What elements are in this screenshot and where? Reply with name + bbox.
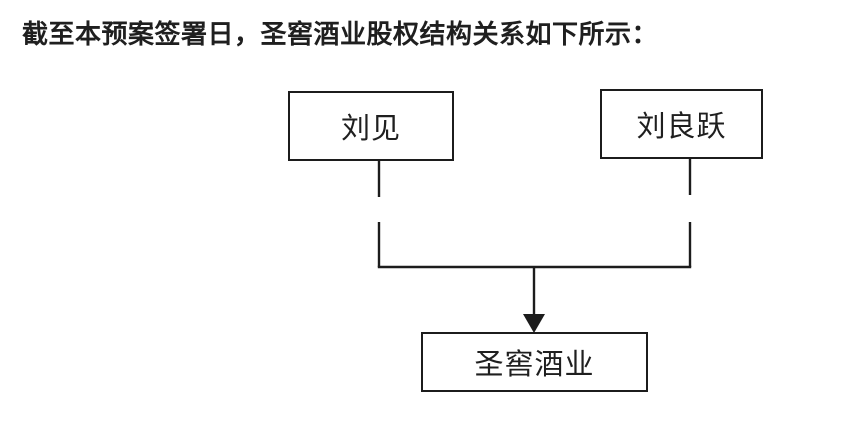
arrow-head xyxy=(523,314,545,333)
node-liu-jian: 刘见 xyxy=(288,91,454,161)
node-shengjiao-liquor-label: 圣窖酒业 xyxy=(474,349,595,381)
node-liu-liangyue: 刘良跃 xyxy=(600,89,763,159)
node-shengjiao-liquor: 圣窖酒业 xyxy=(421,332,648,392)
node-liu-jian-label: 刘见 xyxy=(340,113,401,145)
node-liu-liangyue-label: 刘良跃 xyxy=(636,111,727,143)
caption-text: 截至本预案签署日，圣窖酒业股权结构关系如下所示： xyxy=(22,20,659,49)
